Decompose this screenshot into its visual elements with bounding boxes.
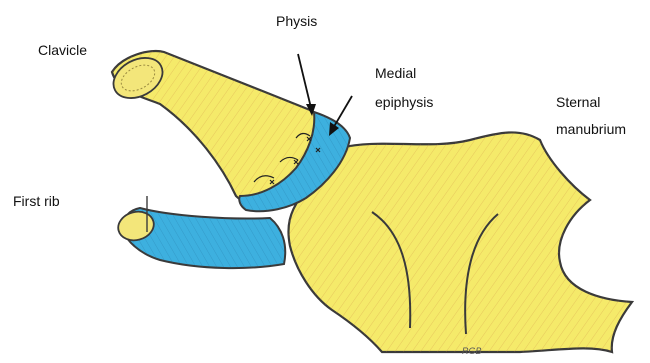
sternal-manubrium-label-line1: Sternal bbox=[556, 93, 600, 111]
first-rib-label: First rib bbox=[13, 192, 60, 210]
medial-epiphysis-label-line2: epiphysis bbox=[375, 93, 433, 111]
physis-label: Physis bbox=[276, 12, 317, 30]
sternal-manubrium-label-line2: manubrium bbox=[556, 120, 626, 138]
medial-epiphysis-label-line1: Medial bbox=[375, 64, 416, 82]
clavicle-label: Clavicle bbox=[38, 41, 87, 59]
artist-signature: RGB bbox=[462, 342, 482, 360]
sternal-manubrium-shape bbox=[288, 132, 632, 352]
